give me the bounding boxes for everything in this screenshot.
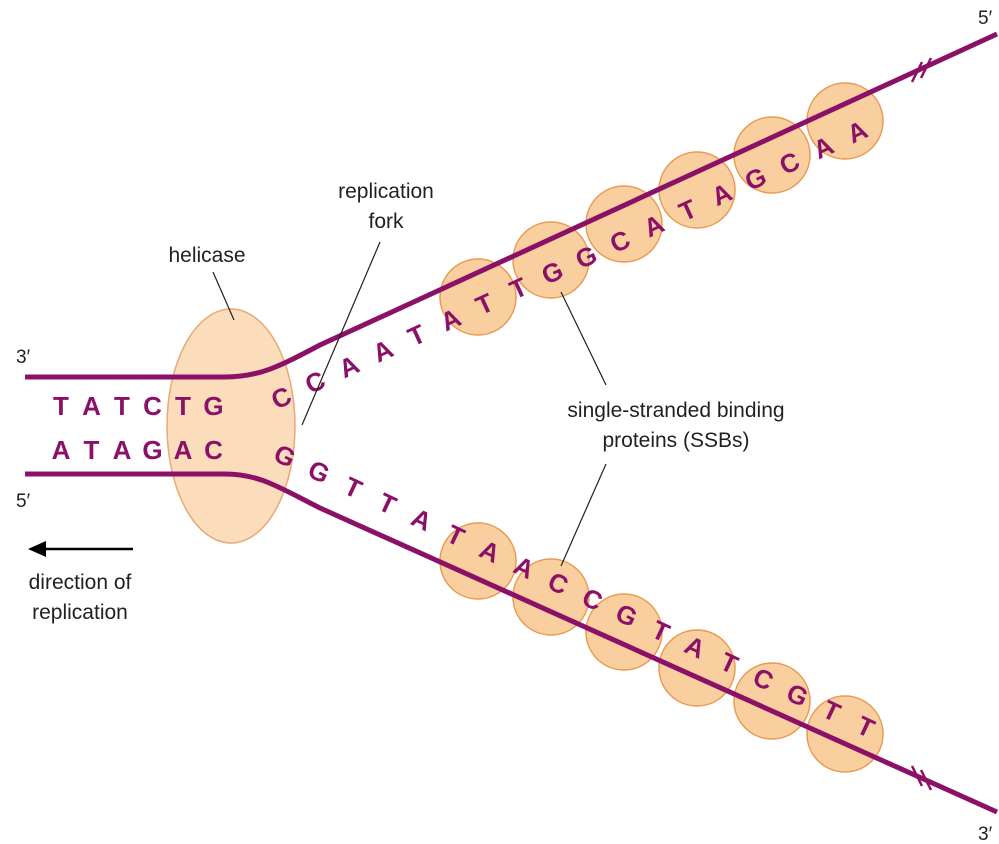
fork-leader-line — [302, 242, 380, 425]
bottom-duplex-base-6: C — [204, 435, 223, 465]
bottom-duplex-base-5: A — [174, 435, 193, 465]
top-duplex-base-4: C — [143, 391, 162, 421]
ssb-leader-line-upper — [561, 292, 606, 385]
strand-end-label-bottom-left: 5′ — [16, 491, 31, 512]
upper-fork-base-3: A — [334, 349, 364, 384]
ssb-label: proteins (SSBs) — [602, 429, 749, 452]
strand-end-label-top-left: 3′ — [16, 347, 31, 368]
lower-fork-base-3: T — [340, 471, 367, 505]
top-duplex-base-1: T — [53, 391, 69, 421]
upper-fork-base-4: A — [368, 333, 398, 368]
upper-ssb-group — [440, 83, 883, 335]
replication-fork-label: replication — [338, 180, 434, 203]
ssb-label: single-stranded binding — [567, 399, 784, 422]
top-duplex-base-2: A — [82, 391, 101, 421]
strand-end-label-bottom-right: 3′ — [978, 824, 993, 844]
lower-fork-base-2: G — [303, 454, 334, 490]
bottom-duplex-base-2: T — [84, 435, 100, 465]
lower-fork-base-4: T — [374, 487, 401, 521]
direction-label: direction of — [29, 571, 132, 594]
ssb-leader-line-lower — [561, 464, 606, 566]
helicase-enzyme — [167, 309, 295, 543]
replication-fork-label: fork — [368, 210, 404, 233]
helicase-label: helicase — [168, 244, 245, 267]
strand-end-label-top-right: 5′ — [978, 8, 993, 29]
direction-label: replication — [32, 601, 128, 624]
bottom-duplex-base-1: A — [52, 435, 71, 465]
lower-fork-base-5: A — [407, 502, 437, 537]
top-duplex-base-3: T — [114, 391, 130, 421]
direction-arrow-icon — [28, 541, 133, 557]
top-duplex-base-6: G — [203, 391, 223, 421]
top-duplex-base-5: T — [175, 391, 191, 421]
upper-fork-base-5: T — [403, 318, 430, 352]
bottom-duplex-base-4: G — [142, 435, 162, 465]
bottom-duplex-base-3: A — [113, 435, 132, 465]
